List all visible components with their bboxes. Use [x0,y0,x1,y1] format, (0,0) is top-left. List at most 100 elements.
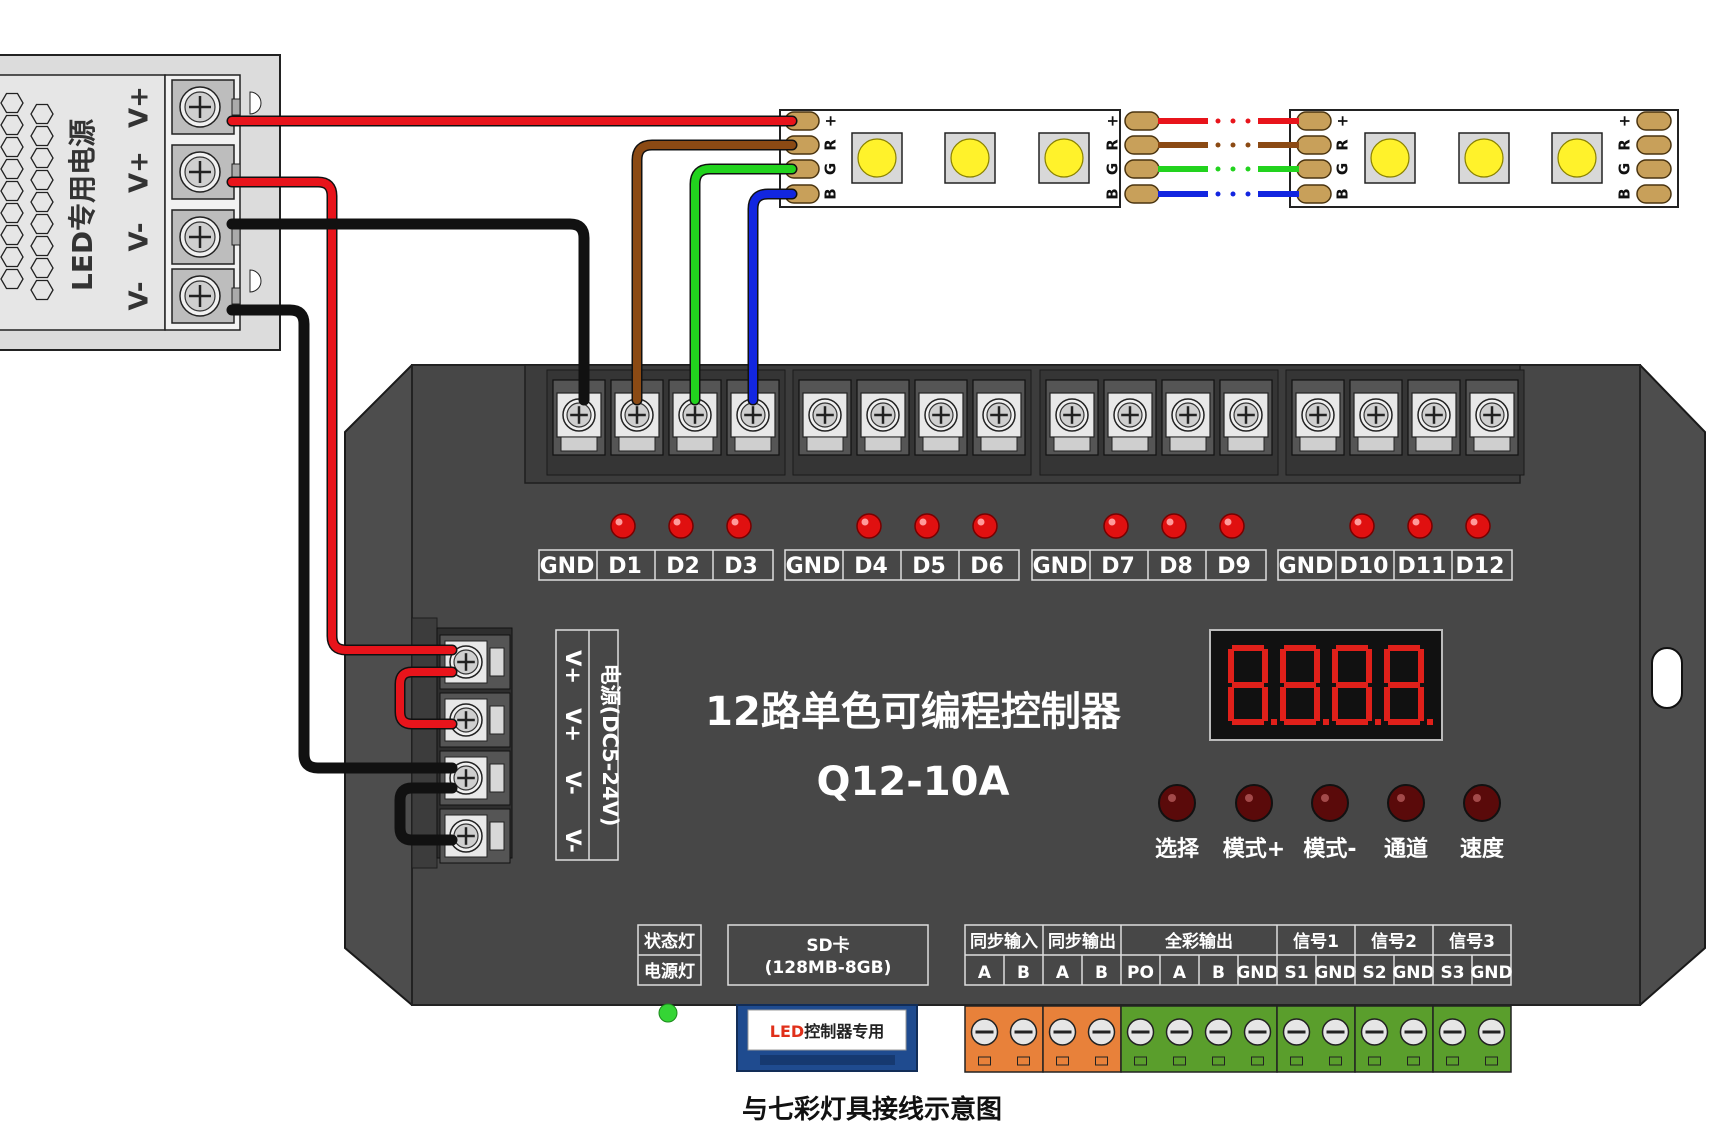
port-group-label: 同步输入 [970,931,1038,952]
continuation-dot [1230,166,1236,172]
output-terminal-screw[interactable] [1113,398,1147,432]
output-terminal-screw[interactable] [924,398,958,432]
strip-pad-label: B [1616,188,1634,199]
port-terminal-screw[interactable] [1360,1018,1389,1046]
output-terminal-screw[interactable] [1229,398,1263,432]
output-terminal-screw[interactable] [562,398,596,432]
output-terminal-screw[interactable] [678,398,712,432]
wire-d2-to-strip-g [691,165,796,404]
port-pin-label: A [1173,963,1187,983]
output-terminal-screw[interactable] [736,398,770,432]
output-terminal-screw[interactable] [1417,398,1451,432]
power-supply: LED专用电源 V+V+V-V- [0,54,281,351]
output-status-led [668,513,694,539]
sd-card-label-box [727,924,929,986]
display-segment [1336,682,1368,688]
port-terminal-screw[interactable] [1321,1018,1350,1046]
vent-hole [0,224,24,246]
output-label: GND [1033,554,1088,579]
port-pin-label: PO [1127,963,1154,983]
vent-hole [0,114,24,136]
power-supply-terminal-screw[interactable] [179,151,221,193]
power-input-terminal-screw[interactable] [449,703,483,737]
wire-d3-to-strip-b [749,190,796,404]
continuation-dot [1215,166,1221,172]
port-terminal-screw[interactable] [1438,1018,1467,1046]
display-segment [1228,649,1234,683]
sd-card-capacity: (128MB-8GB) [765,958,892,978]
display-decimal-point [1323,719,1329,725]
port-terminal-screw[interactable] [1477,1018,1506,1046]
output-terminal-screw[interactable] [1359,398,1393,432]
speed-button[interactable] [1463,784,1501,822]
display-segment [1336,719,1368,725]
output-terminal-screw[interactable] [1475,398,1509,432]
power-supply-label: LED专用电源 [66,119,99,291]
port-terminal-screw[interactable] [1282,1018,1311,1046]
power-supply-terminal-labels: V+V+V-V- [125,86,155,310]
led-highlight [1354,518,1362,526]
power-input-terminal-label: V+ [561,708,585,742]
output-status-led [1407,513,1433,539]
power-supply-terminal-screw[interactable] [179,86,221,128]
port-terminal-screw[interactable] [1009,1018,1038,1046]
continuation-dot [1230,118,1236,124]
strip-pad-label: G [1616,163,1634,175]
led-emitter [1464,138,1504,178]
port-terminal-screw[interactable] [1126,1018,1155,1046]
mode-plus-button[interactable] [1235,784,1273,822]
display-segment [1314,649,1320,683]
power-input-terminal-screw[interactable] [449,645,483,679]
display-segment [1336,645,1368,651]
wires [226,115,798,846]
display-segment [1280,687,1286,721]
vent-hole [30,279,54,301]
strip-pad-label: + [1334,115,1352,128]
port-group-label: 信号1 [1293,931,1339,952]
output-status-led [726,513,752,539]
continuation-dot [1230,191,1236,197]
port-pin-label: GND [1314,963,1356,983]
strip-pad-label: G [1334,163,1352,175]
led-emitter [1557,138,1597,178]
strip-solder-pad [1636,135,1672,155]
port-terminal-screw[interactable] [1243,1018,1272,1046]
port-terminal-screw[interactable] [970,1018,999,1046]
sd-card[interactable]: LED控制器专用 [736,1004,918,1072]
wire-d1-to-strip-r-outline [631,139,798,406]
port-terminal-screw[interactable] [1204,1018,1233,1046]
output-terminal-screw[interactable] [808,398,842,432]
output-terminal-screw[interactable] [1301,398,1335,432]
strip-solder-pad [1124,135,1160,155]
bottom-terminals [964,1005,1512,1073]
display-segment [1284,719,1316,725]
power-input-terminal-screw[interactable] [449,761,483,795]
port-terminal-screw[interactable] [1048,1018,1077,1046]
port-terminal-screw[interactable] [1087,1018,1116,1046]
port-terminal-screw[interactable] [1165,1018,1194,1046]
power-input-terminal-label: V- [561,771,585,794]
vent-hole [30,257,54,279]
strip-pad-label: R [822,139,840,151]
power-supply-terminal-label: V- [125,222,155,251]
display-segment [1284,682,1316,688]
vent-hole [0,246,24,268]
channel-button[interactable] [1387,784,1425,822]
mode-minus-button[interactable] [1311,784,1349,822]
ventilation-holes [0,92,54,301]
led-highlight [861,518,869,526]
output-terminal-screw[interactable] [620,398,654,432]
output-terminal-screw[interactable] [1055,398,1089,432]
output-label: D2 [666,554,700,579]
output-label: D12 [1456,554,1505,579]
output-terminal-screw[interactable] [866,398,900,432]
port-terminal-screw[interactable] [1399,1018,1428,1046]
power-supply-terminal-screw[interactable] [179,275,221,317]
select-button[interactable] [1158,784,1196,822]
port-pin-label: B [1017,963,1030,983]
jumper-vminus [396,784,456,844]
power-supply-terminal-screw[interactable] [179,216,221,258]
strip-continuation-dots [1158,118,1299,197]
output-terminal-screw[interactable] [982,398,1016,432]
output-terminal-screw[interactable] [1171,398,1205,432]
